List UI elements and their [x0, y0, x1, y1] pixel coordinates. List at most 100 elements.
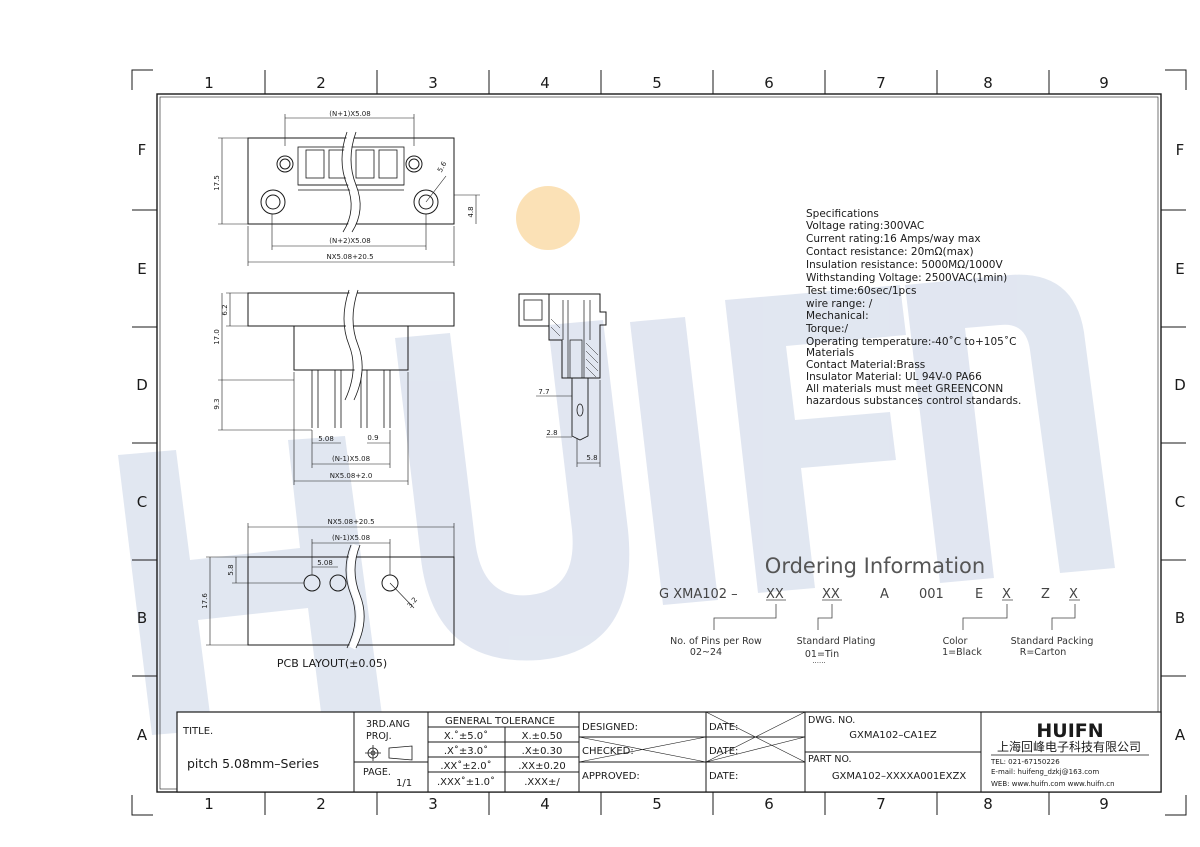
watermark-letter-i: [630, 317, 718, 605]
code-prefix: G XMA102 –: [659, 587, 738, 602]
row-label-left: F: [138, 141, 147, 159]
dim-pcb-pitch: 5.08: [317, 559, 333, 567]
spec-line: Specifications: [806, 208, 879, 220]
top-view: [218, 114, 480, 266]
page-value: 1/1: [396, 778, 412, 789]
watermark-letter-u: [395, 320, 630, 661]
col-label-top: 4: [540, 74, 550, 92]
col-label-top: 5: [652, 74, 662, 92]
dim-front-body-height: 17.0: [213, 329, 221, 345]
spec-line: Materials: [806, 347, 854, 359]
spec-line: hazardous substances control standards.: [806, 395, 1021, 407]
label-packing-val: R=Carton: [1020, 647, 1066, 658]
tolerance-angle: X.˚±5.0˚: [444, 730, 488, 742]
code-pins: XX: [766, 587, 784, 602]
tolerance-linear: .XX±0.20: [518, 761, 566, 772]
col-label-bottom: 7: [876, 795, 886, 813]
tolerance-angle: .XXX˚±1.0˚: [437, 776, 495, 788]
company-name: 上海回峰电子科技有限公司: [997, 739, 1141, 754]
watermark-letter-h: [118, 436, 382, 735]
dim-side-d3: 5.8: [586, 454, 597, 462]
dwg-no-label: DWG. NO.: [808, 715, 855, 726]
dim-top-overall: NX5.08+20.5: [326, 253, 373, 261]
row-label-left: B: [137, 609, 147, 627]
label-plating: Standard Plating: [797, 636, 876, 647]
code-color: X: [1002, 587, 1011, 602]
spec-line: Test time:60sec/1pcs: [805, 285, 916, 297]
row-label-left: A: [137, 726, 148, 744]
col-label-bottom: 3: [428, 795, 438, 813]
dim-front-span: (N-1)X5.08: [332, 455, 370, 463]
spec-line: All materials must meet GREENCONN: [806, 383, 1003, 395]
spec-line: Contact Material:Brass: [806, 359, 925, 371]
spec-line: Insulation resistance: 5000MΩ/1000V: [806, 259, 1003, 271]
watermark-dot: [516, 186, 580, 250]
col-label-top: 9: [1099, 74, 1109, 92]
label-color-val: 1=Black: [942, 647, 982, 658]
dim-side-d1: 7.7: [538, 388, 549, 396]
title-value: pitch 5.08mm–Series: [187, 756, 319, 771]
company-logo: HUIFN: [1036, 720, 1103, 742]
row-label-right: E: [1175, 260, 1184, 278]
ordering-leaders: [713, 599, 1080, 630]
col-label-bottom: 5: [652, 795, 662, 813]
dim-front-pin-height: 9.3: [213, 398, 221, 409]
ordering-code: G XMA102 – XX XX A 001 E X Z X: [659, 587, 1078, 602]
dwg-no: GXMA102–CA1EZ: [849, 730, 937, 741]
title-block: [176, 711, 1162, 793]
title-label: TITLE.: [182, 726, 213, 737]
dim-pcb-overall: NX5.08+20.5: [327, 518, 374, 526]
ordering-labels: No. of Pins per Row 02~24 Standard Plati…: [670, 636, 1093, 665]
dim-front-top-height: 6.2: [221, 304, 229, 315]
date-label: DATE:: [709, 722, 738, 733]
label-color: Color: [943, 636, 968, 647]
label-plating-dots: ......: [812, 657, 825, 665]
proj-label-2: PROJ.: [366, 731, 392, 742]
col-label-bottom: 9: [1099, 795, 1109, 813]
col-label-top: 2: [316, 74, 326, 92]
ordering-title: Ordering Information: [765, 554, 985, 578]
row-label-left: C: [137, 493, 147, 511]
front-view: [218, 288, 455, 485]
grid-labels: 1 2 3 4 5 6 7 8 9 1 2 3 4 5 6 7 8 9 F E …: [136, 74, 1186, 813]
spec-line: Withstanding Voltage: 2500VAC(1min): [806, 272, 1007, 284]
col-label-bottom: 8: [983, 795, 993, 813]
part-no: GXMA102–XXXXA001EXZX: [832, 771, 967, 782]
row-label-right: C: [1175, 493, 1185, 511]
col-label-top: 7: [876, 74, 886, 92]
code-packing: X: [1069, 587, 1078, 602]
pcb-layout-caption: PCB LAYOUT(±0.05): [277, 657, 387, 670]
watermark: [118, 186, 1115, 735]
watermark-letter-f: [725, 285, 906, 593]
side-view: [518, 293, 607, 467]
spec-line: Mechanical:: [806, 310, 869, 322]
spec-line: wire range: /: [806, 298, 873, 310]
proj-label-1: 3RD.ANG: [366, 719, 410, 730]
spec-line: Torque:/: [805, 323, 849, 335]
dim-top-hole: 5.6: [436, 160, 449, 174]
pcb-layout: [206, 523, 455, 650]
col-label-top: 3: [428, 74, 438, 92]
dim-front-overall: NX5.08+2.0: [330, 472, 373, 480]
company-web: WEB: www.huifn.com www.huifn.cn: [991, 780, 1115, 788]
code-e: E: [975, 587, 983, 602]
code-a: A: [880, 587, 889, 602]
tolerance-angle: .X˚±3.0˚: [444, 745, 488, 757]
tolerance-angle: .XX˚±2.0˚: [440, 760, 491, 772]
row-label-right: D: [1174, 376, 1186, 394]
dim-top-pitch-n2: (N+2)X5.08: [329, 237, 370, 245]
label-plating-val: 01=Tin: [805, 649, 839, 660]
row-label-left: D: [136, 376, 148, 394]
col-label-top: 6: [764, 74, 774, 92]
code-z: Z: [1041, 587, 1050, 602]
spec-line: Operating temperature:-40˚C to+105˚C: [806, 336, 1016, 348]
code-001: 001: [919, 587, 944, 602]
date-label: DATE:: [709, 771, 738, 782]
dim-pcb-row-offset: 5.8: [227, 564, 235, 575]
tolerance-linear: X.±0.50: [522, 731, 563, 742]
col-label-top: 1: [204, 74, 214, 92]
dim-side-d2: 2.8: [546, 429, 557, 437]
dim-pcb-height: 17.6: [201, 593, 209, 609]
col-label-bottom: 6: [764, 795, 774, 813]
date-label: DATE:: [709, 746, 738, 757]
